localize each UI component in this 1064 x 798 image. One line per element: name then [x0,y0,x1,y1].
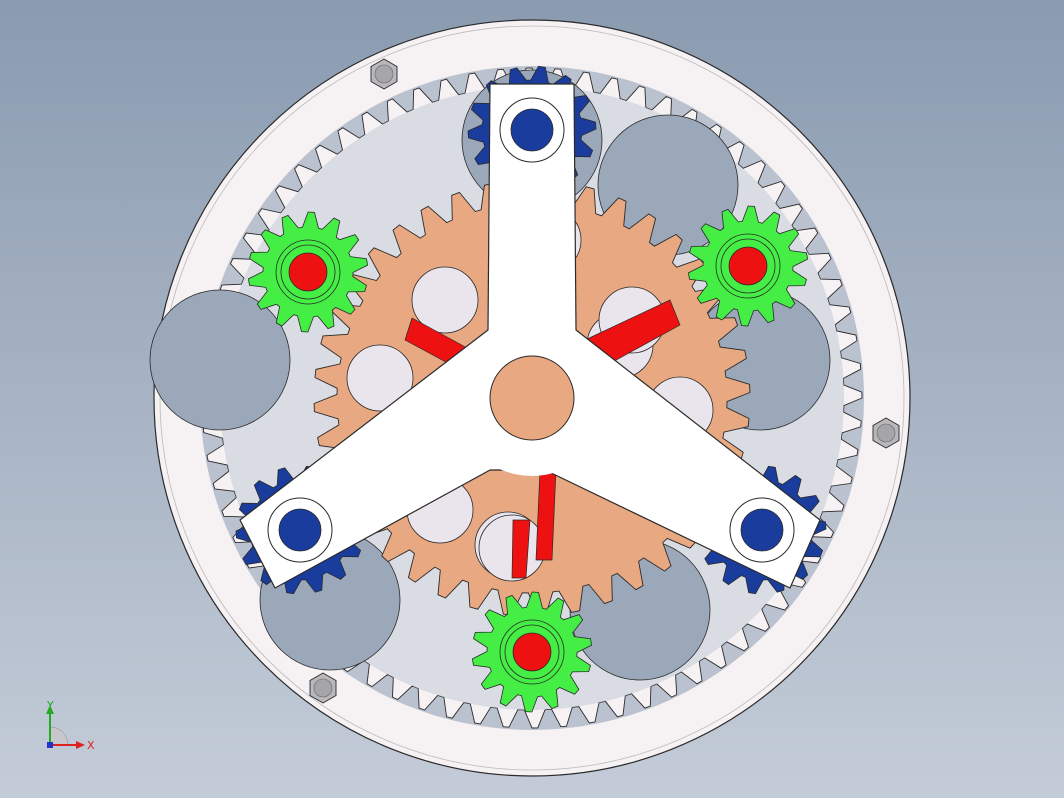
bearing-ring-mid [720,238,776,294]
planet-pin-blue [510,108,554,152]
red-shaft [511,519,531,579]
bearing-ring-mid [504,624,560,680]
housing-window [149,289,291,431]
planet-shaft-red [288,252,328,292]
y-axis-label: Y [46,700,54,712]
planet-shaft-red [512,632,552,672]
bearing-ring-mid [280,244,336,300]
bolt-face [374,64,394,84]
x-axis-label: X [87,739,95,752]
bolt-face [876,423,896,443]
center-hub [489,355,575,441]
planet-pin-blue [740,508,784,552]
y-axis-arrow [46,705,54,714]
sun-gear-hole [411,266,479,334]
coordinate-triad: Y X [46,700,95,752]
housing-rim-line [159,25,905,771]
x-axis-arrow [76,741,85,749]
planet-shaft-red [728,246,768,286]
planet-pin-blue [278,508,322,552]
bearing-ring-outer [499,619,565,685]
bearing-ring-outer [275,239,341,305]
bolt-face [313,678,333,698]
bearing-ring-outer [715,233,781,299]
sun-gear-hole [346,344,414,412]
z-axis-marker [47,742,53,748]
